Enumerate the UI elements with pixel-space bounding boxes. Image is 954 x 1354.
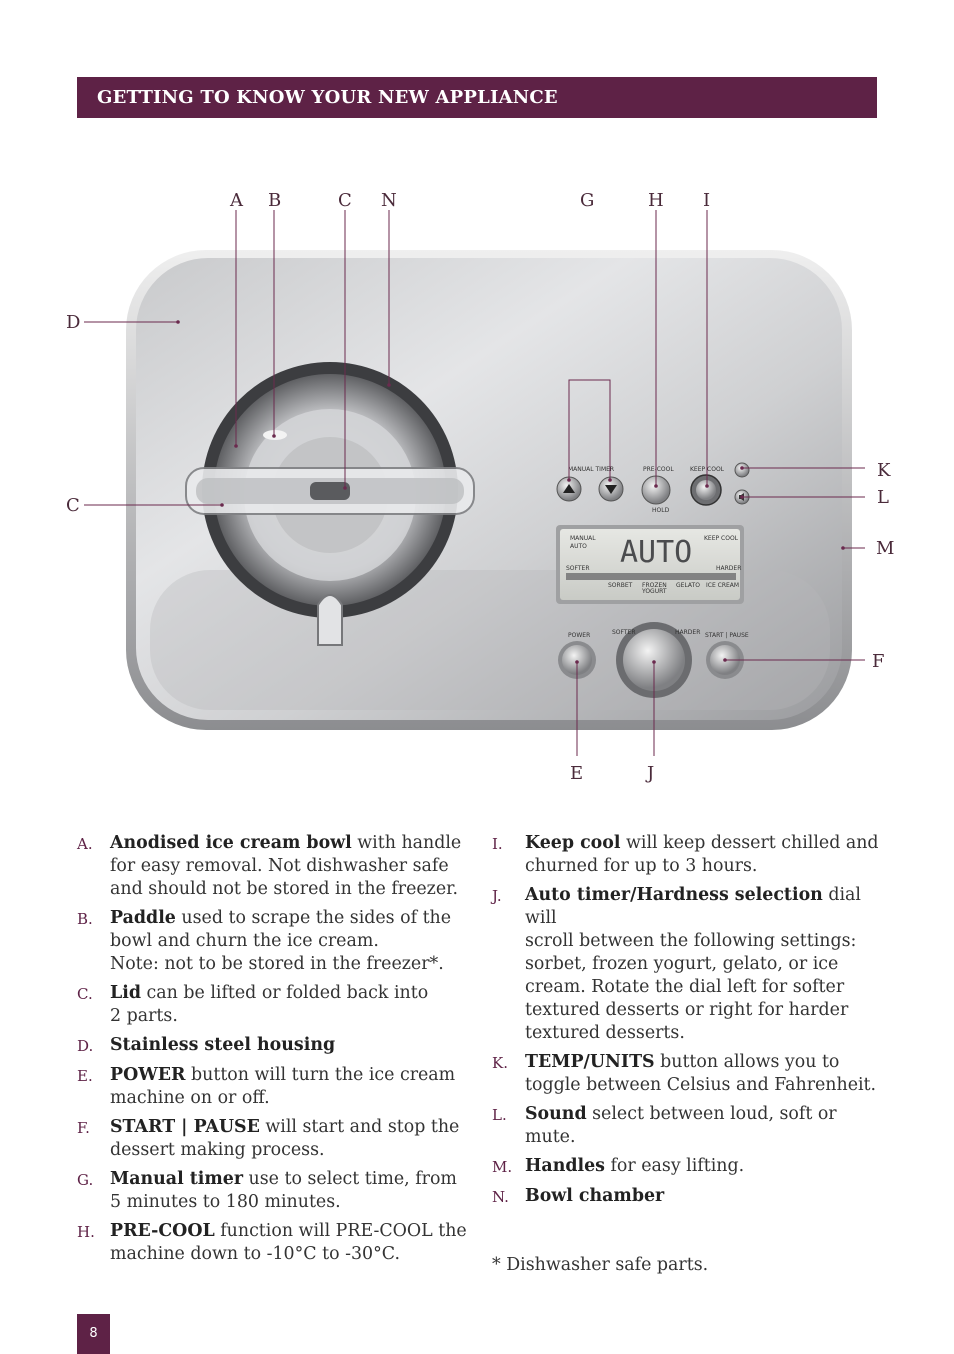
page-number: 8 [77,1314,110,1354]
callout-c-top: C [338,190,352,211]
callout-f: F [872,651,885,672]
hardness-dial[interactable] [623,629,685,691]
svg-text:ICE CREAM: ICE CREAM [706,582,739,589]
svg-text:YOGURT: YOGURT [641,588,667,595]
part-letter: C. [77,985,93,1003]
svg-text:GELATO: GELATO [676,582,700,589]
part-item: N. Bowl chamber [492,1185,882,1209]
callout-labels: A B C N G H I D C K L M F E J [66,190,894,784]
part-letter: B. [77,910,93,928]
svg-text:AUTO: AUTO [570,543,587,550]
callout-k: K [877,460,891,481]
lcd-main-readout: AUTO [620,535,692,570]
callout-leader-lines [84,210,865,756]
power-button[interactable] [562,645,592,675]
callout-n: N [381,190,397,211]
start-pause-label: START | PAUSE [705,632,749,639]
svg-text:SOFTER: SOFTER [566,565,590,572]
svg-text:HARDER: HARDER [716,565,741,572]
lcd-display: MANUAL AUTO KEEP COOL AUTO SOFTER HARDER… [556,525,744,604]
power-label: POWER [568,632,590,639]
appliance-diagram: MANUAL TIMER PRE-COOL HOLD KEEP COOL MAN… [66,190,894,784]
part-letter: A. [77,835,93,853]
callout-i: I [703,190,710,211]
part-letter: F. [77,1119,90,1137]
part-item: B. Paddle used to scrape the sides of th… [77,908,452,974]
callout-dots [176,320,845,664]
callout-j: J [645,763,654,784]
part-item: J. Auto timer/Hardness selection dial wi… [492,885,861,1043]
svg-text:SORBET: SORBET [608,582,633,589]
svg-text:SOFTER: SOFTER [612,629,636,636]
part-letter: M. [492,1158,513,1176]
part-item: M. Handles for easy lifting. [492,1155,882,1179]
callout-d: D [66,312,80,333]
svg-text:KEEP COOL: KEEP COOL [704,535,739,542]
callout-c-left: C [66,495,80,516]
part-item: F. START | PAUSE will start and stop the… [77,1117,460,1160]
part-item: G. Manual timer use to select time, from… [77,1169,457,1212]
callout-b: B [268,190,281,211]
manual-timer-label: MANUAL TIMER [568,466,614,473]
footnote: * Dishwasher safe parts. [492,1255,709,1275]
part-letter: E. [77,1067,93,1085]
part-letter: K. [492,1054,508,1072]
callout-h: H [648,190,664,211]
part-letter: D. [77,1037,94,1055]
part-letter: G. [77,1171,94,1189]
part-letter: N. [492,1188,509,1206]
part-letter: I. [492,835,503,853]
svg-text:HARDER: HARDER [675,629,700,636]
parts-list-right: I. Keep cool will keep dessert chilled a… [492,832,882,1215]
callout-g: G [580,190,594,211]
part-letter: L. [492,1106,507,1124]
svg-text:MANUAL: MANUAL [570,535,596,542]
lid[interactable] [185,430,475,646]
callout-a: A [229,190,244,211]
part-item: C. Lid can be lifted or folded back into… [77,983,429,1026]
part-item: I. Keep cool will keep dessert chilled a… [492,833,879,876]
callout-l: L [877,487,889,508]
arrow-up-icon [563,484,575,493]
callout-e: E [570,763,583,784]
arrow-down-icon [605,485,617,494]
temp-units-button[interactable] [734,462,750,478]
pre-cool-label: PRE-COOL [643,466,674,473]
section-title-banner: GETTING TO KNOW YOUR NEW APPLIANCE [77,77,877,118]
control-panel: MANUAL TIMER PRE-COOL HOLD KEEP COOL MAN… [556,462,750,698]
hold-label: HOLD [652,507,670,514]
part-letter: H. [77,1223,95,1241]
part-item: L. Sound select between loud, soft or mu… [492,1104,837,1147]
part-letter: J. [492,887,502,905]
part-item: D. Stainless steel housing [77,1034,467,1058]
callout-m: M [876,538,894,559]
svg-text:FROZEN: FROZEN [642,582,667,589]
